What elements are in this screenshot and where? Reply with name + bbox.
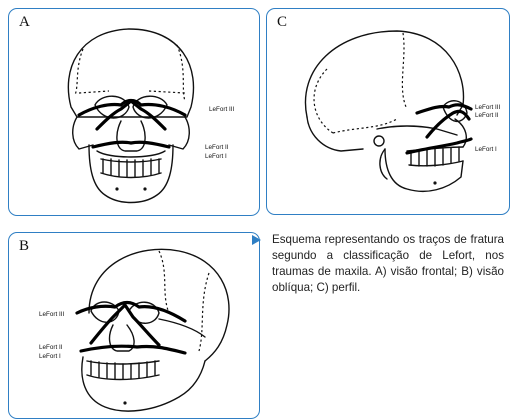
cranium-outline xyxy=(305,31,463,117)
panel-a-frontal-view: A LeFort III LeFort II LeFort I xyxy=(8,8,260,216)
label-lefort-i: LeFort I xyxy=(39,353,61,360)
label-lefort-iii: LeFort III xyxy=(39,311,64,318)
skull-oblique-illustration: LeFort III LeFort II LeFort I xyxy=(9,233,260,419)
label-lefort-iii: LeFort III xyxy=(209,106,234,113)
lefort-ii-fracture-line xyxy=(91,305,159,345)
label-lefort-ii: LeFort II xyxy=(39,344,63,351)
label-lefort-ii: LeFort II xyxy=(205,144,229,151)
coronal-suture xyxy=(402,33,407,109)
label-lefort-i: LeFort I xyxy=(475,146,497,153)
skull-profile-illustration: LeFort III LeFort II LeFort I xyxy=(267,9,510,215)
teeth xyxy=(87,361,159,380)
label-lefort-iii: LeFort III xyxy=(475,104,500,111)
lefort-i-fracture-line xyxy=(407,139,471,153)
panel-c-profile-view: C LeFort III LeFort II LeFort I xyxy=(266,8,510,215)
mandible xyxy=(82,357,205,411)
upper-teeth xyxy=(101,159,161,178)
cranium-outline xyxy=(68,29,193,117)
lambdoid-suture xyxy=(314,69,333,133)
label-lefort-i: LeFort I xyxy=(205,153,227,160)
label-lefort-ii: LeFort II xyxy=(475,112,499,119)
skull-frontal-illustration: LeFort III LeFort II LeFort I xyxy=(9,9,260,216)
coronal-suture xyxy=(159,251,169,313)
panel-b-oblique-view: B LeFort III LeFort II LeFort I xyxy=(8,232,260,419)
nasal-aperture xyxy=(117,121,145,151)
figure-caption: Esquema representando os traços de fratu… xyxy=(272,232,504,296)
caption-arrow-icon xyxy=(252,235,261,245)
caption-text: Esquema representando os traços de fratu… xyxy=(272,233,504,294)
lefort-i-fracture-line xyxy=(93,142,169,147)
lefort-ii-fracture-line xyxy=(427,111,469,137)
lefort-i-fracture-line xyxy=(81,346,185,353)
